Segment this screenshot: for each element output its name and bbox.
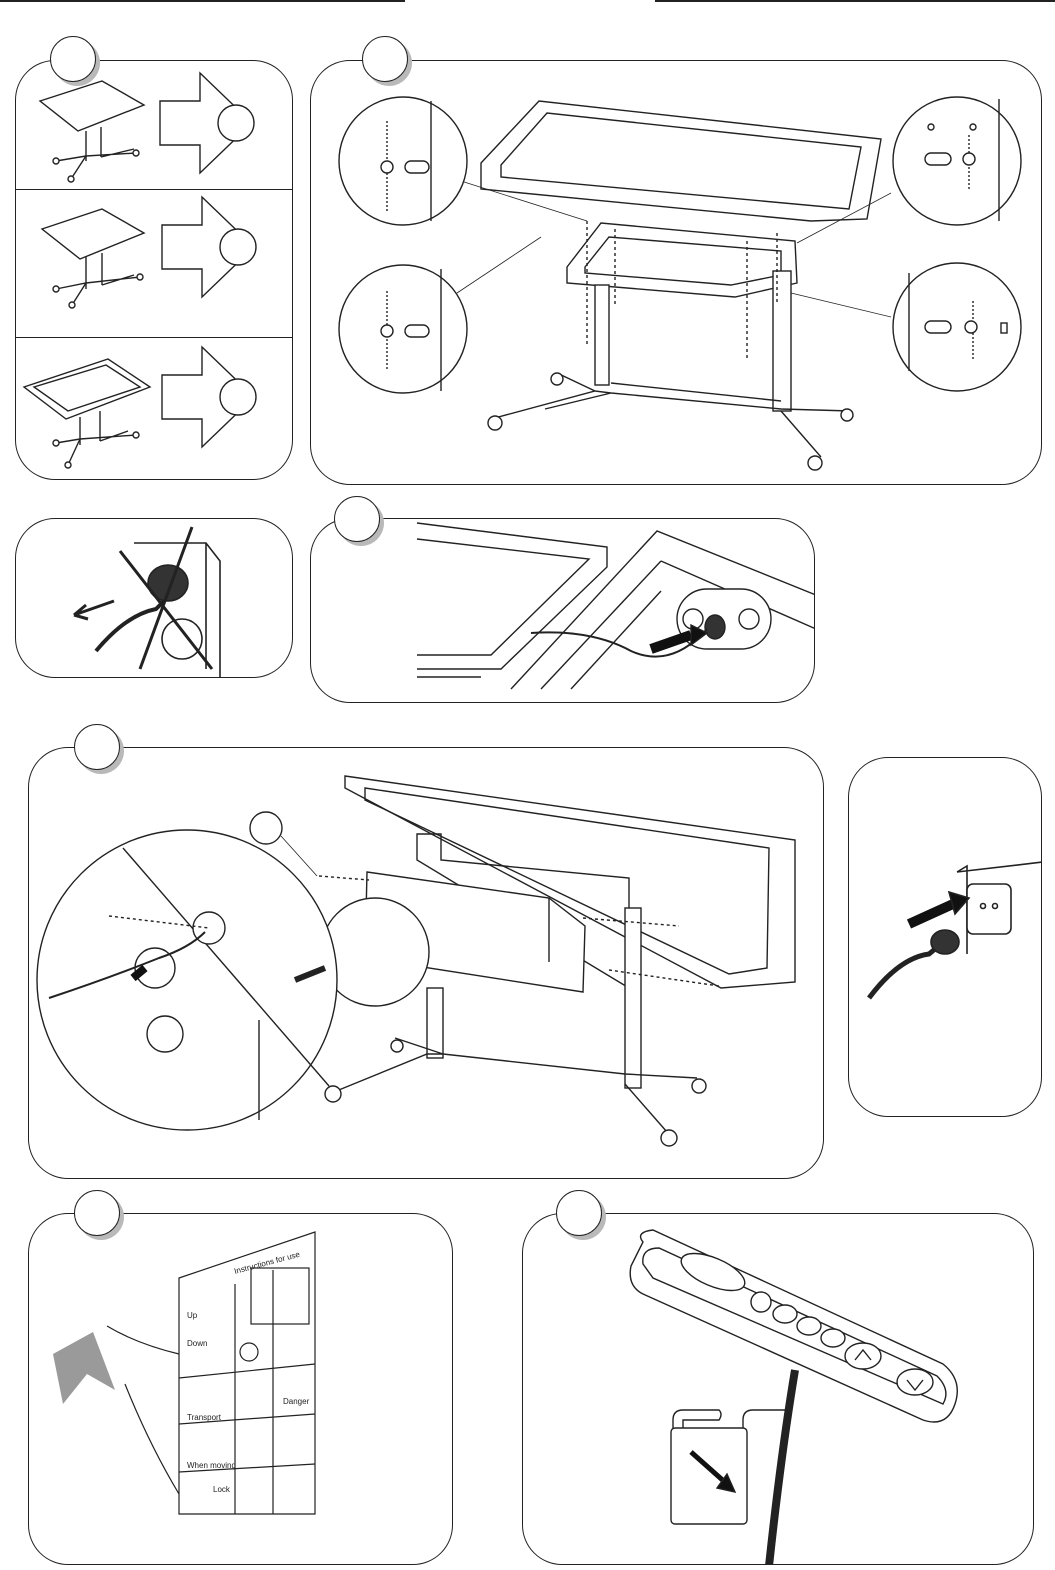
panel-mount-screen [310,60,1042,485]
detail-circle [338,264,468,394]
arrow-icon [161,195,256,299]
button-2 [796,1316,822,1336]
step-badge-2 [362,36,408,82]
panel-connect-cable [310,518,815,703]
screen-icon [344,775,796,989]
stand-icon [55,148,137,180]
arrow-icon [906,899,956,929]
unplug-drawing [73,526,221,677]
sheet-label-danger: Danger [283,1397,310,1406]
screen-icon [38,80,146,132]
panel-unplug [15,518,293,678]
plug-in-drawing [867,861,1041,1000]
cable-routing-drawing [36,775,796,1147]
option-1 [38,71,255,183]
button-3 [820,1328,846,1348]
button-1 [772,1304,798,1324]
step-badge-1 [50,36,96,82]
arrow-icon [159,71,254,175]
arrow-icon [161,345,256,449]
cross-mark [118,526,214,670]
instruction-sheet [178,1231,316,1515]
screen-icon [22,358,152,420]
stand-icon [328,1037,698,1133]
sheet-label-down: Down [187,1339,207,1348]
callout-circle [249,811,283,845]
cable [48,931,206,999]
step-badge-5 [74,1190,120,1236]
arrow-icon [649,630,693,654]
step-badge-3 [334,496,380,542]
sheet-label-lock: Lock [213,1485,231,1494]
mount-screen-drawing [338,96,1022,471]
instruction-sheet-drawing: Instructions for use Up Down Transport W… [53,1231,316,1515]
screen-options-drawing [22,71,257,469]
clip-icon [670,1427,748,1525]
sheet-label-transport: Transport [187,1413,222,1422]
option-divider [16,337,292,339]
connect-cable-drawing [416,522,814,690]
top-border-left [0,0,405,2]
socket-icon [134,542,221,677]
option-3 [22,345,257,469]
plug-icon [94,591,174,653]
panel-screen-options [15,60,293,480]
button-up [844,1342,882,1370]
arrow-icon [73,599,115,621]
display-window [680,1252,746,1292]
screen-icon [480,100,882,222]
panel-plug-in [848,757,1042,1117]
cable [530,628,708,658]
sheet-label-up: Up [187,1311,198,1320]
panel-hand-control [522,1213,1034,1565]
top-border-right [655,0,1055,2]
arrow-icon [689,1450,729,1486]
cable [765,1369,799,1564]
detail-circle [892,96,1022,226]
step-badge-6 [556,1190,602,1236]
leg-right [772,270,792,412]
detail-circle [892,262,1022,392]
stand-icon [55,430,137,466]
arrow-icon [130,964,148,982]
callout-circle [146,1015,184,1053]
stand-icon [55,274,141,306]
step-badge-4 [74,724,120,770]
button-down [896,1368,934,1396]
sheet-label-when-moving: When moving [187,1461,236,1470]
detail-circle [338,96,468,226]
stand-icon [490,372,852,458]
button-memory [750,1291,772,1313]
hand-control-drawing [629,1229,958,1564]
leg-left [594,284,610,386]
detail-circle [36,829,338,1131]
arrow-icon [53,1332,115,1404]
option-2 [40,195,257,309]
option-divider [16,189,292,191]
panel-instruction-sheet: Instructions for use Up Down Transport W… [28,1213,453,1565]
plug-icon [867,942,943,1000]
panel-cable-routing [28,747,824,1179]
screen-icon [416,522,608,670]
screen-icon [40,208,146,260]
frame [566,222,798,298]
